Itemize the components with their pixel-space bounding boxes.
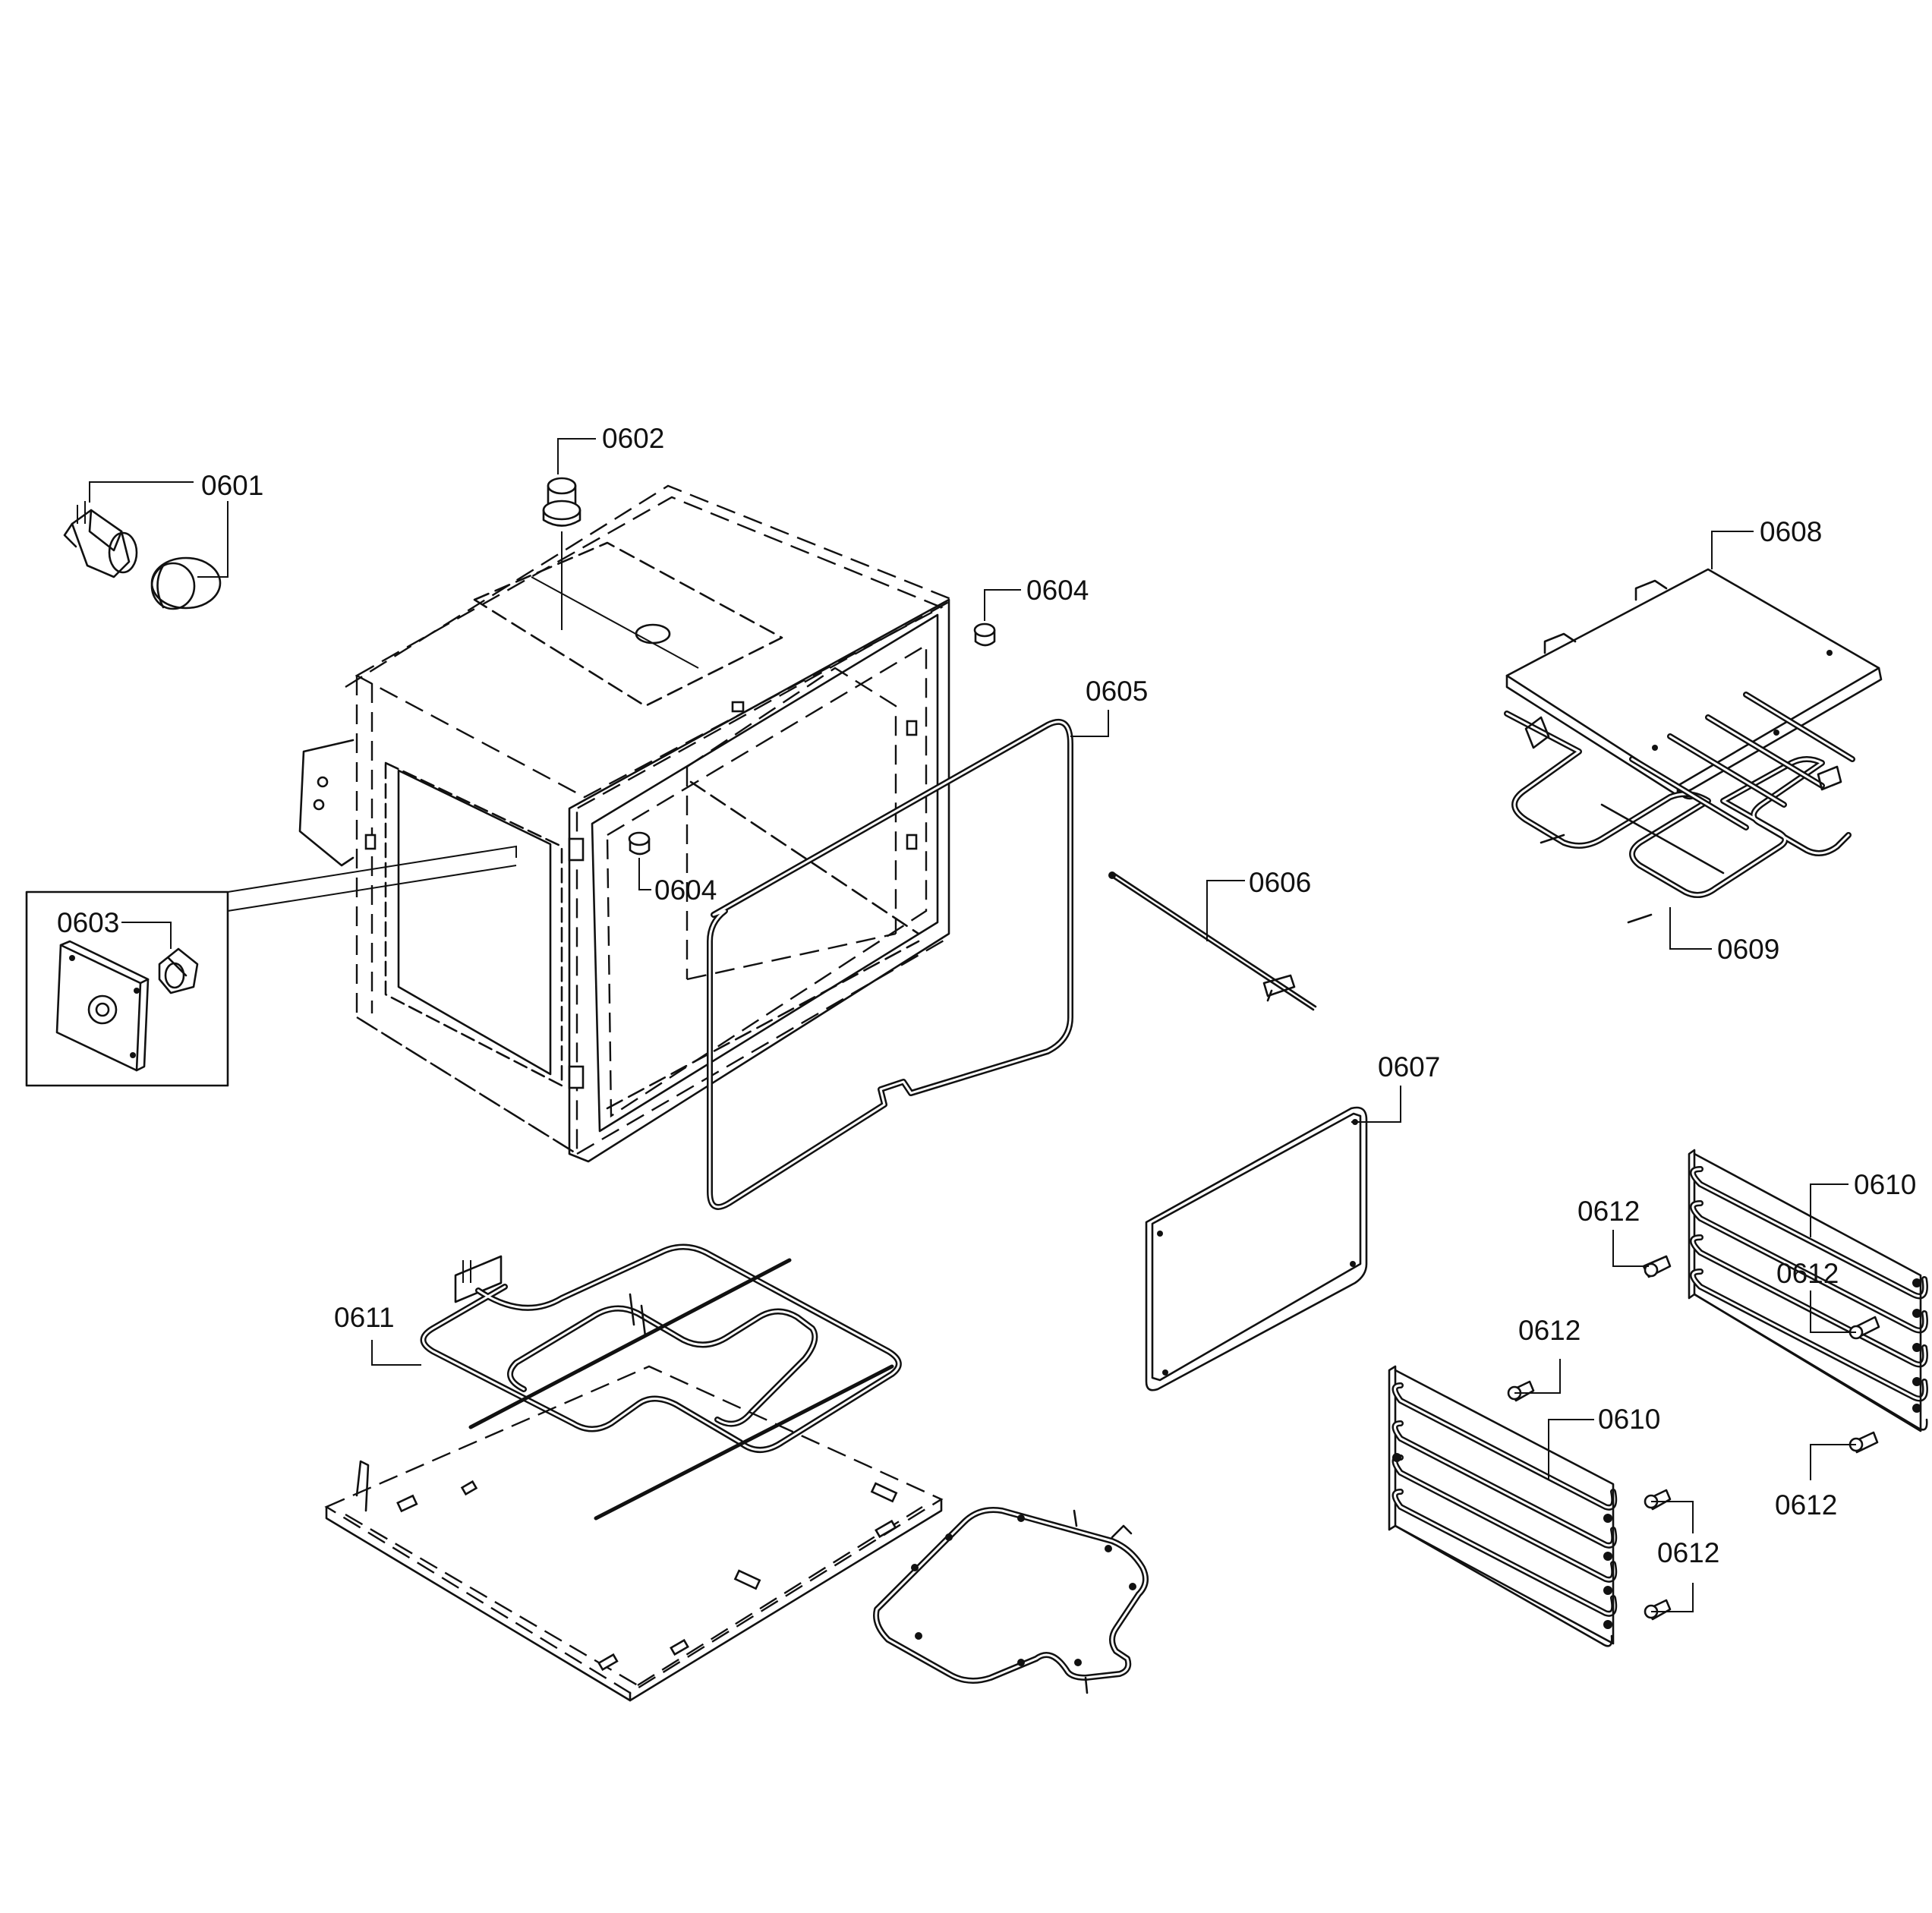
screw-0612-c xyxy=(1810,1431,1879,1480)
part-door-gasket xyxy=(707,710,1109,1210)
part-rack-support-left xyxy=(1388,1365,1618,1647)
screw-0612-d xyxy=(1507,1359,1561,1402)
part-lamp-lens xyxy=(150,556,222,610)
callout-0601: 0601 xyxy=(201,470,263,501)
callout-0611: 0611 xyxy=(334,1302,395,1333)
part-door-bumper-a xyxy=(973,589,1021,647)
leader-0602 xyxy=(557,438,596,474)
screw-0612-a xyxy=(1612,1230,1672,1278)
part-oven-cavity xyxy=(298,484,955,1163)
callout-0605: 0605 xyxy=(1086,676,1148,707)
part-cover-plate xyxy=(1145,1086,1401,1391)
callout-0604-lower: 0604 xyxy=(654,875,717,906)
callout-0612-b: 0612 xyxy=(1776,1258,1839,1289)
screw-0612-b xyxy=(1810,1291,1880,1340)
callout-0602: 0602 xyxy=(602,423,664,454)
callout-0612-a: 0612 xyxy=(1577,1196,1640,1227)
callout-0612-e: 0612 xyxy=(1657,1537,1719,1568)
part-top-connector xyxy=(542,477,581,527)
part-floor-gasket xyxy=(873,1507,1149,1694)
callout-0603: 0603 xyxy=(57,907,119,938)
part-broil-shield xyxy=(1505,531,1883,800)
callout-0612-d: 0612 xyxy=(1518,1315,1581,1346)
part-broil-element xyxy=(1504,692,1855,950)
callout-0606: 0606 xyxy=(1249,867,1311,898)
callout-0612-c: 0612 xyxy=(1775,1489,1837,1521)
part-rack-support-right xyxy=(1688,1149,1928,1432)
callout-0608: 0608 xyxy=(1760,516,1822,547)
callout-0609: 0609 xyxy=(1717,934,1779,965)
callout-0610-left: 0610 xyxy=(1598,1404,1660,1435)
part-door-bumper-b xyxy=(628,831,651,890)
part-lamp-socket xyxy=(63,501,138,578)
callout-0610-right: 0610 xyxy=(1854,1169,1916,1200)
leader-0601 xyxy=(89,481,228,578)
callout-0604-upper: 0604 xyxy=(1026,575,1089,606)
part-oven-floor xyxy=(324,1365,944,1702)
screw-0612-e xyxy=(1644,1489,1694,1621)
part-temperature-sensor xyxy=(1108,871,1317,1011)
inset-0603 xyxy=(25,845,517,1087)
callout-0607: 0607 xyxy=(1378,1051,1440,1083)
part-bake-element xyxy=(371,1243,902,1521)
